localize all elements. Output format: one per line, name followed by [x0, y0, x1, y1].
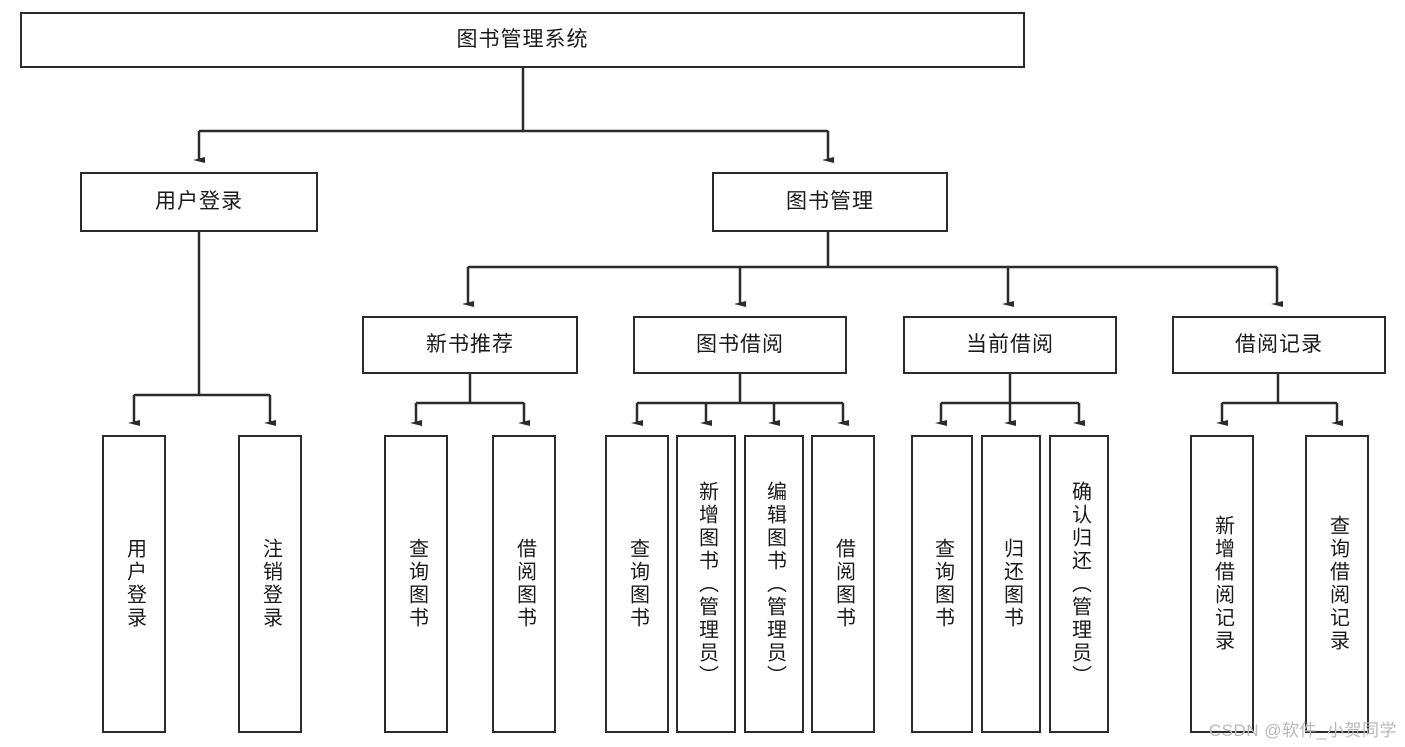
node-user-login[interactable]: 用户登录 [80, 172, 318, 232]
node-label: 归还图书 [1000, 538, 1023, 630]
node-label: 注销登录 [259, 538, 282, 630]
leaf-borrow-query-book[interactable]: 查询图书 [605, 435, 669, 733]
csdn-watermark: CSDN @软件_小贺同学 [1208, 721, 1397, 740]
node-label: 图书管理 [786, 190, 874, 214]
leaf-current-return-book[interactable]: 归还图书 [981, 435, 1041, 733]
leaf-borrow-edit-book[interactable]: 编辑图书（管理员） [744, 435, 804, 733]
leaf-borrow-add-book[interactable]: 新增图书（管理员） [676, 435, 736, 733]
node-label: 新增图书（管理员） [695, 480, 718, 688]
node-borrow-record[interactable]: 借阅记录 [1172, 316, 1386, 374]
leaf-record-query-record[interactable]: 查询借阅记录 [1305, 435, 1369, 733]
node-root-system[interactable]: 图书管理系统 [20, 12, 1025, 68]
node-label: 当前借阅 [966, 333, 1054, 357]
node-label: 查询图书 [626, 538, 649, 630]
node-new-book-recommend[interactable]: 新书推荐 [362, 316, 578, 374]
node-label: 查询图书 [405, 538, 428, 630]
leaf-recommend-query-book[interactable]: 查询图书 [384, 435, 448, 733]
node-label: 借阅记录 [1235, 333, 1323, 357]
node-label: 新书推荐 [426, 333, 514, 357]
node-book-management[interactable]: 图书管理 [712, 172, 948, 232]
leaf-current-confirm-return[interactable]: 确认归还（管理员） [1049, 435, 1109, 733]
node-book-borrow[interactable]: 图书借阅 [633, 316, 847, 374]
node-label: 借阅图书 [513, 538, 536, 630]
node-label: 新增借阅记录 [1211, 515, 1234, 653]
leaf-user-login[interactable]: 用户登录 [102, 435, 166, 733]
node-label: 图书管理系统 [456, 28, 589, 52]
node-label: 查询图书 [931, 538, 954, 630]
leaf-borrow-borrow-book[interactable]: 借阅图书 [811, 435, 875, 733]
leaf-record-add-record[interactable]: 新增借阅记录 [1190, 435, 1254, 733]
node-current-borrow[interactable]: 当前借阅 [903, 316, 1117, 374]
leaf-recommend-borrow-book[interactable]: 借阅图书 [492, 435, 556, 733]
node-label: 确认归还（管理员） [1068, 480, 1091, 688]
node-label: 查询借阅记录 [1326, 515, 1349, 653]
node-label: 用户登录 [155, 190, 243, 214]
node-label: 用户登录 [123, 538, 146, 630]
leaf-current-query-book[interactable]: 查询图书 [911, 435, 973, 733]
node-label: 借阅图书 [832, 538, 855, 630]
node-label: 图书借阅 [696, 333, 784, 357]
leaf-user-logout[interactable]: 注销登录 [238, 435, 302, 733]
node-label: 编辑图书（管理员） [763, 480, 786, 688]
